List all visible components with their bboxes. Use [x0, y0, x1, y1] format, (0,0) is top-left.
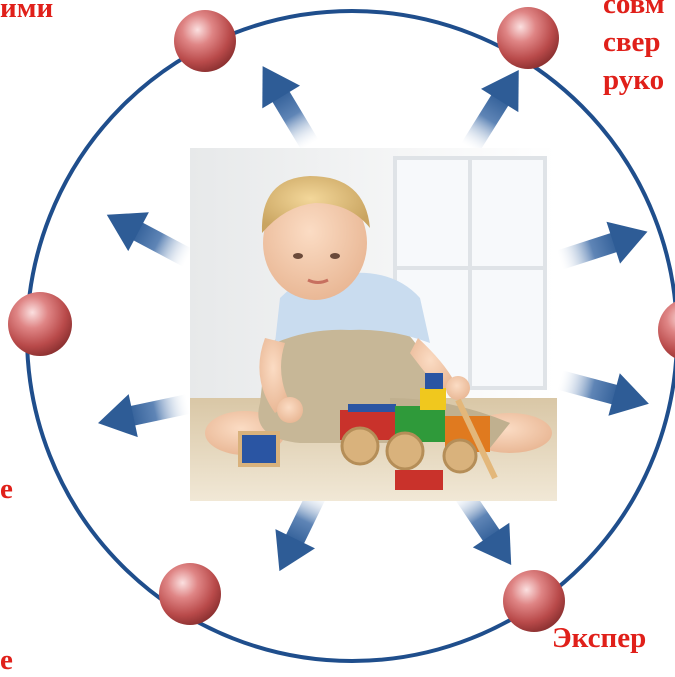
child-playing-with-toy-blocks-icon: [190, 148, 557, 501]
label-top-right-1: совм: [603, 0, 665, 21]
arrow-left-lower: [93, 382, 192, 444]
label-bottom-right: Экспер: [552, 622, 646, 655]
arrow-up-left: [244, 55, 329, 157]
label-top-right-3: руко: [603, 64, 664, 97]
node-top-right: [497, 7, 559, 69]
label-top-right-2: свер: [603, 26, 661, 59]
arrow-right-upper: [553, 211, 654, 281]
arrow-left-upper: [96, 195, 198, 277]
arrow-right-lower: [554, 359, 654, 425]
node-top-left: [174, 10, 236, 72]
node-bottom-left: [159, 563, 221, 625]
arrow-up-right: [451, 58, 537, 159]
child-playing-photo: [190, 148, 557, 501]
label-top-left: ими: [0, 0, 53, 25]
label-left-1: е: [0, 473, 13, 506]
node-left: [8, 292, 72, 356]
label-left-2: е: [0, 644, 13, 677]
node-right: [658, 298, 675, 362]
